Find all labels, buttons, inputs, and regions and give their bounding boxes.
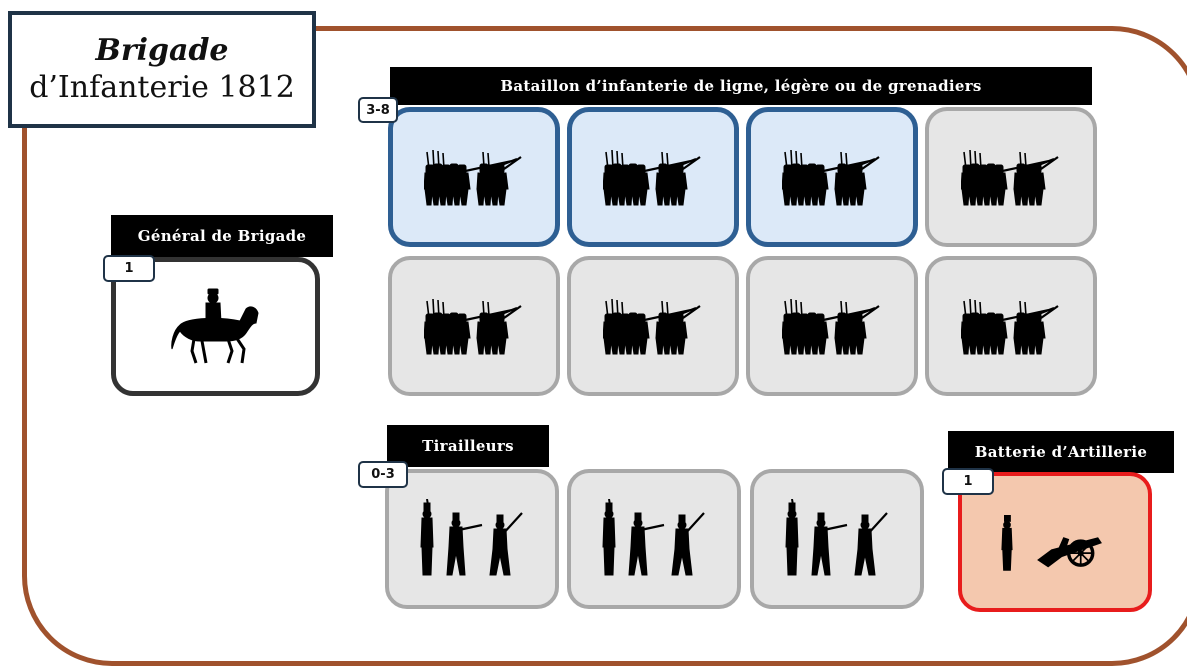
skirmisher-card-optional[interactable] <box>750 469 924 609</box>
battalion-card[interactable] <box>388 107 560 247</box>
battalion-card[interactable] <box>746 107 918 247</box>
cannon-icon <box>995 512 1115 572</box>
infantry-icon <box>424 296 524 356</box>
battalion-card-optional[interactable] <box>925 107 1097 247</box>
skirmishers-banner: Tirailleurs <box>387 425 549 467</box>
skirmishers-icon <box>412 499 532 579</box>
infantry-icon <box>961 147 1061 207</box>
artillery-card[interactable] <box>958 472 1152 612</box>
infantry-icon <box>782 147 882 207</box>
skirmishers-icon <box>594 499 714 579</box>
general-count-badge: 1 <box>103 255 155 282</box>
artillery-count-badge: 1 <box>942 468 994 495</box>
battalion-card-optional[interactable] <box>567 256 739 396</box>
general-banner: Général de Brigade <box>111 215 333 257</box>
battalion-card-optional[interactable] <box>746 256 918 396</box>
infantry-icon <box>603 147 703 207</box>
skirmisher-card-optional[interactable] <box>567 469 741 609</box>
battalion-card-optional[interactable] <box>925 256 1097 396</box>
battalion-card-optional[interactable] <box>388 256 560 396</box>
infantry-icon <box>424 147 524 207</box>
infantry-icon <box>961 296 1061 356</box>
battalion-count-badge: 3-8 <box>358 97 398 123</box>
title-line-1: Brigade <box>95 32 229 68</box>
mounted-general-icon <box>166 287 266 367</box>
battalion-card[interactable] <box>567 107 739 247</box>
title-line-2: d’Infanterie 1812 <box>29 69 295 105</box>
skirmisher-card-optional[interactable] <box>385 469 559 609</box>
title-box: Brigade d’Infanterie 1812 <box>8 11 316 128</box>
artillery-banner: Batterie d’Artillerie <box>948 431 1174 473</box>
skirmishers-count-badge: 0-3 <box>358 461 408 488</box>
battalion-banner: Bataillon d’infanterie de ligne, légère … <box>390 67 1092 105</box>
infantry-icon <box>603 296 703 356</box>
skirmishers-icon <box>777 499 897 579</box>
infantry-icon <box>782 296 882 356</box>
